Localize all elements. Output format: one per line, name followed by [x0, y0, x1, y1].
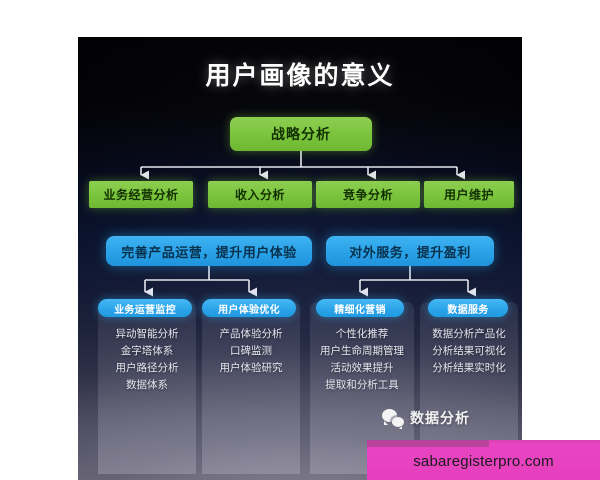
pill-business-operation-monitoring[interactable]: 业务运营监控: [98, 299, 192, 317]
pill-data-service[interactable]: 数据服务: [428, 299, 508, 317]
list-item: 个性化推荐: [335, 328, 389, 340]
banner-strip: [367, 440, 489, 447]
wechat-icon: [382, 409, 404, 429]
column-list-2: 产品体验分析口碑监测用户体验研究: [202, 326, 300, 377]
pill-user-experience-optimization[interactable]: 用户体验优化: [202, 299, 296, 317]
page-title: 用户画像的意义: [205, 61, 395, 90]
list-item: 分析结果可视化: [432, 345, 506, 357]
pill-refined-marketing[interactable]: 精细化营销: [316, 299, 404, 317]
node-business-operation-analysis[interactable]: 业务经营分析: [89, 181, 193, 208]
list-item: 用户路径分析: [115, 362, 179, 374]
list-item: 活动效果提升: [330, 362, 394, 374]
node-competition-analysis[interactable]: 竞争分析: [316, 181, 420, 208]
node-improve-product-experience[interactable]: 完善产品运营，提升用户体验: [106, 236, 312, 266]
node-revenue-analysis[interactable]: 收入分析: [208, 181, 312, 208]
list-item: 分析结果实时化: [432, 362, 506, 374]
column-list-4: 数据分析产品化分析结果可视化分析结果实时化: [418, 326, 520, 377]
column-list-3: 个性化推荐用户生命周期管理活动效果提升提取和分析工具: [306, 326, 418, 394]
banner-url-text: sabaregisterpro.com: [413, 452, 554, 470]
node-strategy-analysis[interactable]: 战略分析: [230, 117, 372, 151]
node-external-service-profit[interactable]: 对外服务，提升盈利: [326, 236, 494, 266]
slide-canvas: 用户画像的意义 战略分析 业务经营分析 收入分析 竞争分析 用户维护 完善产品运…: [78, 37, 522, 480]
column-panel-1: [98, 302, 196, 474]
watermark-label: 数据分析: [410, 411, 470, 427]
list-item: 异动智能分析: [115, 328, 179, 340]
list-item: 数据分析产品化: [432, 328, 506, 340]
list-item: 口碑监测: [230, 345, 272, 357]
column-list-1: 异动智能分析金字塔体系用户路径分析数据体系: [98, 326, 196, 394]
list-item: 金字塔体系: [120, 345, 174, 357]
list-item: 用户体验研究: [219, 362, 283, 374]
list-item: 提取和分析工具: [325, 379, 399, 391]
list-item: 产品体验分析: [219, 328, 283, 340]
column-panel-2: [202, 302, 300, 474]
list-item: 数据体系: [126, 379, 168, 391]
node-user-maintenance[interactable]: 用户维护: [424, 181, 514, 208]
bottom-ad-banner[interactable]: sabaregisterpro.com: [367, 440, 600, 480]
list-item: 用户生命周期管理: [320, 345, 404, 357]
watermark: 数据分析: [382, 408, 470, 429]
